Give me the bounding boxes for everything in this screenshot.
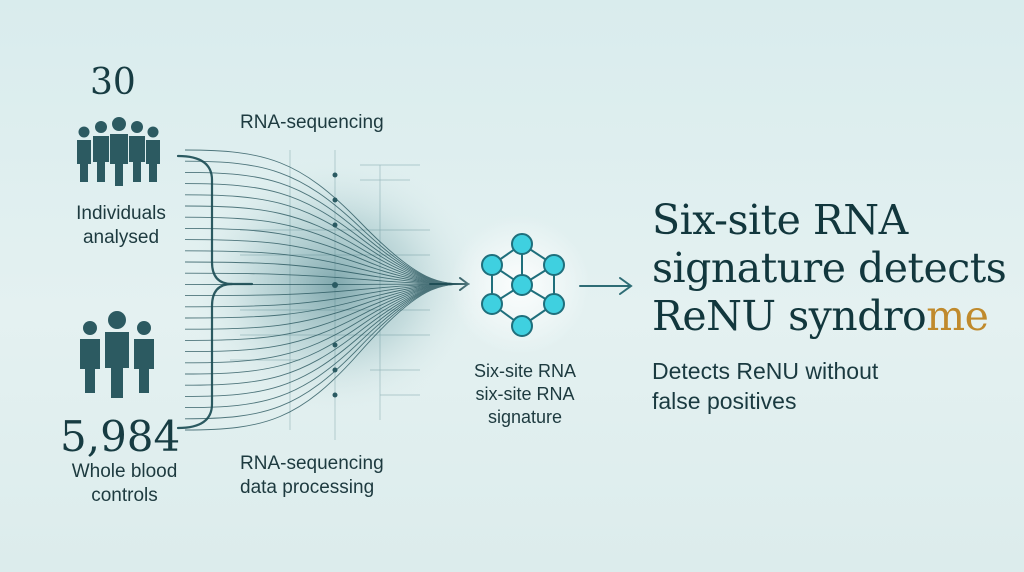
controls-label: Whole blood controls (52, 460, 197, 508)
individuals-label-line1: Individuals (76, 203, 166, 224)
fan-nodes (332, 172, 338, 398)
headline-line3: ReNU syndrome (652, 292, 1012, 340)
people-group-icon (80, 311, 154, 398)
network-node-icon (450, 215, 590, 355)
subtext-line2: false positives (652, 388, 797, 414)
headline-line3-accent: me (926, 292, 989, 340)
rna-sequencing-label: RNA-sequencing (240, 112, 384, 133)
controls-count: 5,984 (60, 412, 181, 461)
signature-label-line1: Six-site RNA (473, 361, 576, 381)
result-headline: Six-site RNA signature detects ReNU synd… (652, 196, 1012, 340)
people-group-icon (77, 117, 160, 186)
signature-label: Six-site RNA six-site RNA signature (455, 360, 595, 429)
individuals-label-line2: analysed (82, 227, 160, 248)
controls-label-line1: Whole blood (71, 461, 178, 482)
result-subtext: Detects ReNU without false positives (652, 356, 878, 416)
subtext-line1: Detects ReNU without (652, 358, 879, 384)
headline-line1: Six-site RNA (652, 196, 908, 244)
individuals-label: Individuals analysed (62, 202, 180, 250)
headline-line3-main: ReNU syndro (652, 292, 927, 340)
signature-label-line3: signature (487, 407, 563, 427)
controls-label-line2: controls (91, 485, 158, 506)
arrow-right-icon (579, 277, 633, 295)
fan-line (184, 283, 471, 431)
data-processing-line1: RNA-sequencing (240, 453, 384, 474)
input-bracket (176, 154, 254, 430)
signature-label-line2: six-site RNA (475, 384, 575, 404)
headline-line2: signature detects (652, 244, 1007, 292)
data-grid (230, 150, 430, 440)
data-processing-label: RNA-sequencing data processing (240, 452, 384, 500)
data-processing-line2: data processing (240, 477, 375, 498)
individuals-count: 30 (90, 62, 136, 103)
